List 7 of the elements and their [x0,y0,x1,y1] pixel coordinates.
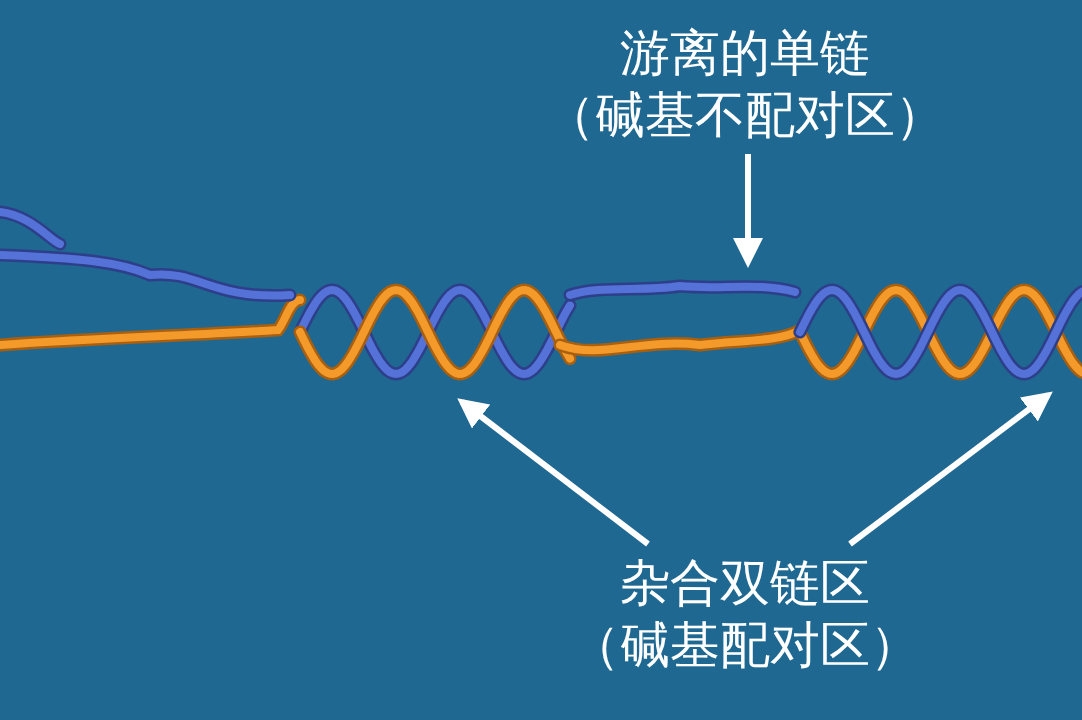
arrow [457,398,650,547]
callout-text: 游离的单链 [620,23,870,84]
callout-text: （碱基不配对区） [545,85,945,146]
arrow [733,154,763,268]
arrow [848,391,1053,547]
callout-text: 杂合双链区 [620,553,870,614]
callout-text: （碱基配对区） [570,615,920,676]
